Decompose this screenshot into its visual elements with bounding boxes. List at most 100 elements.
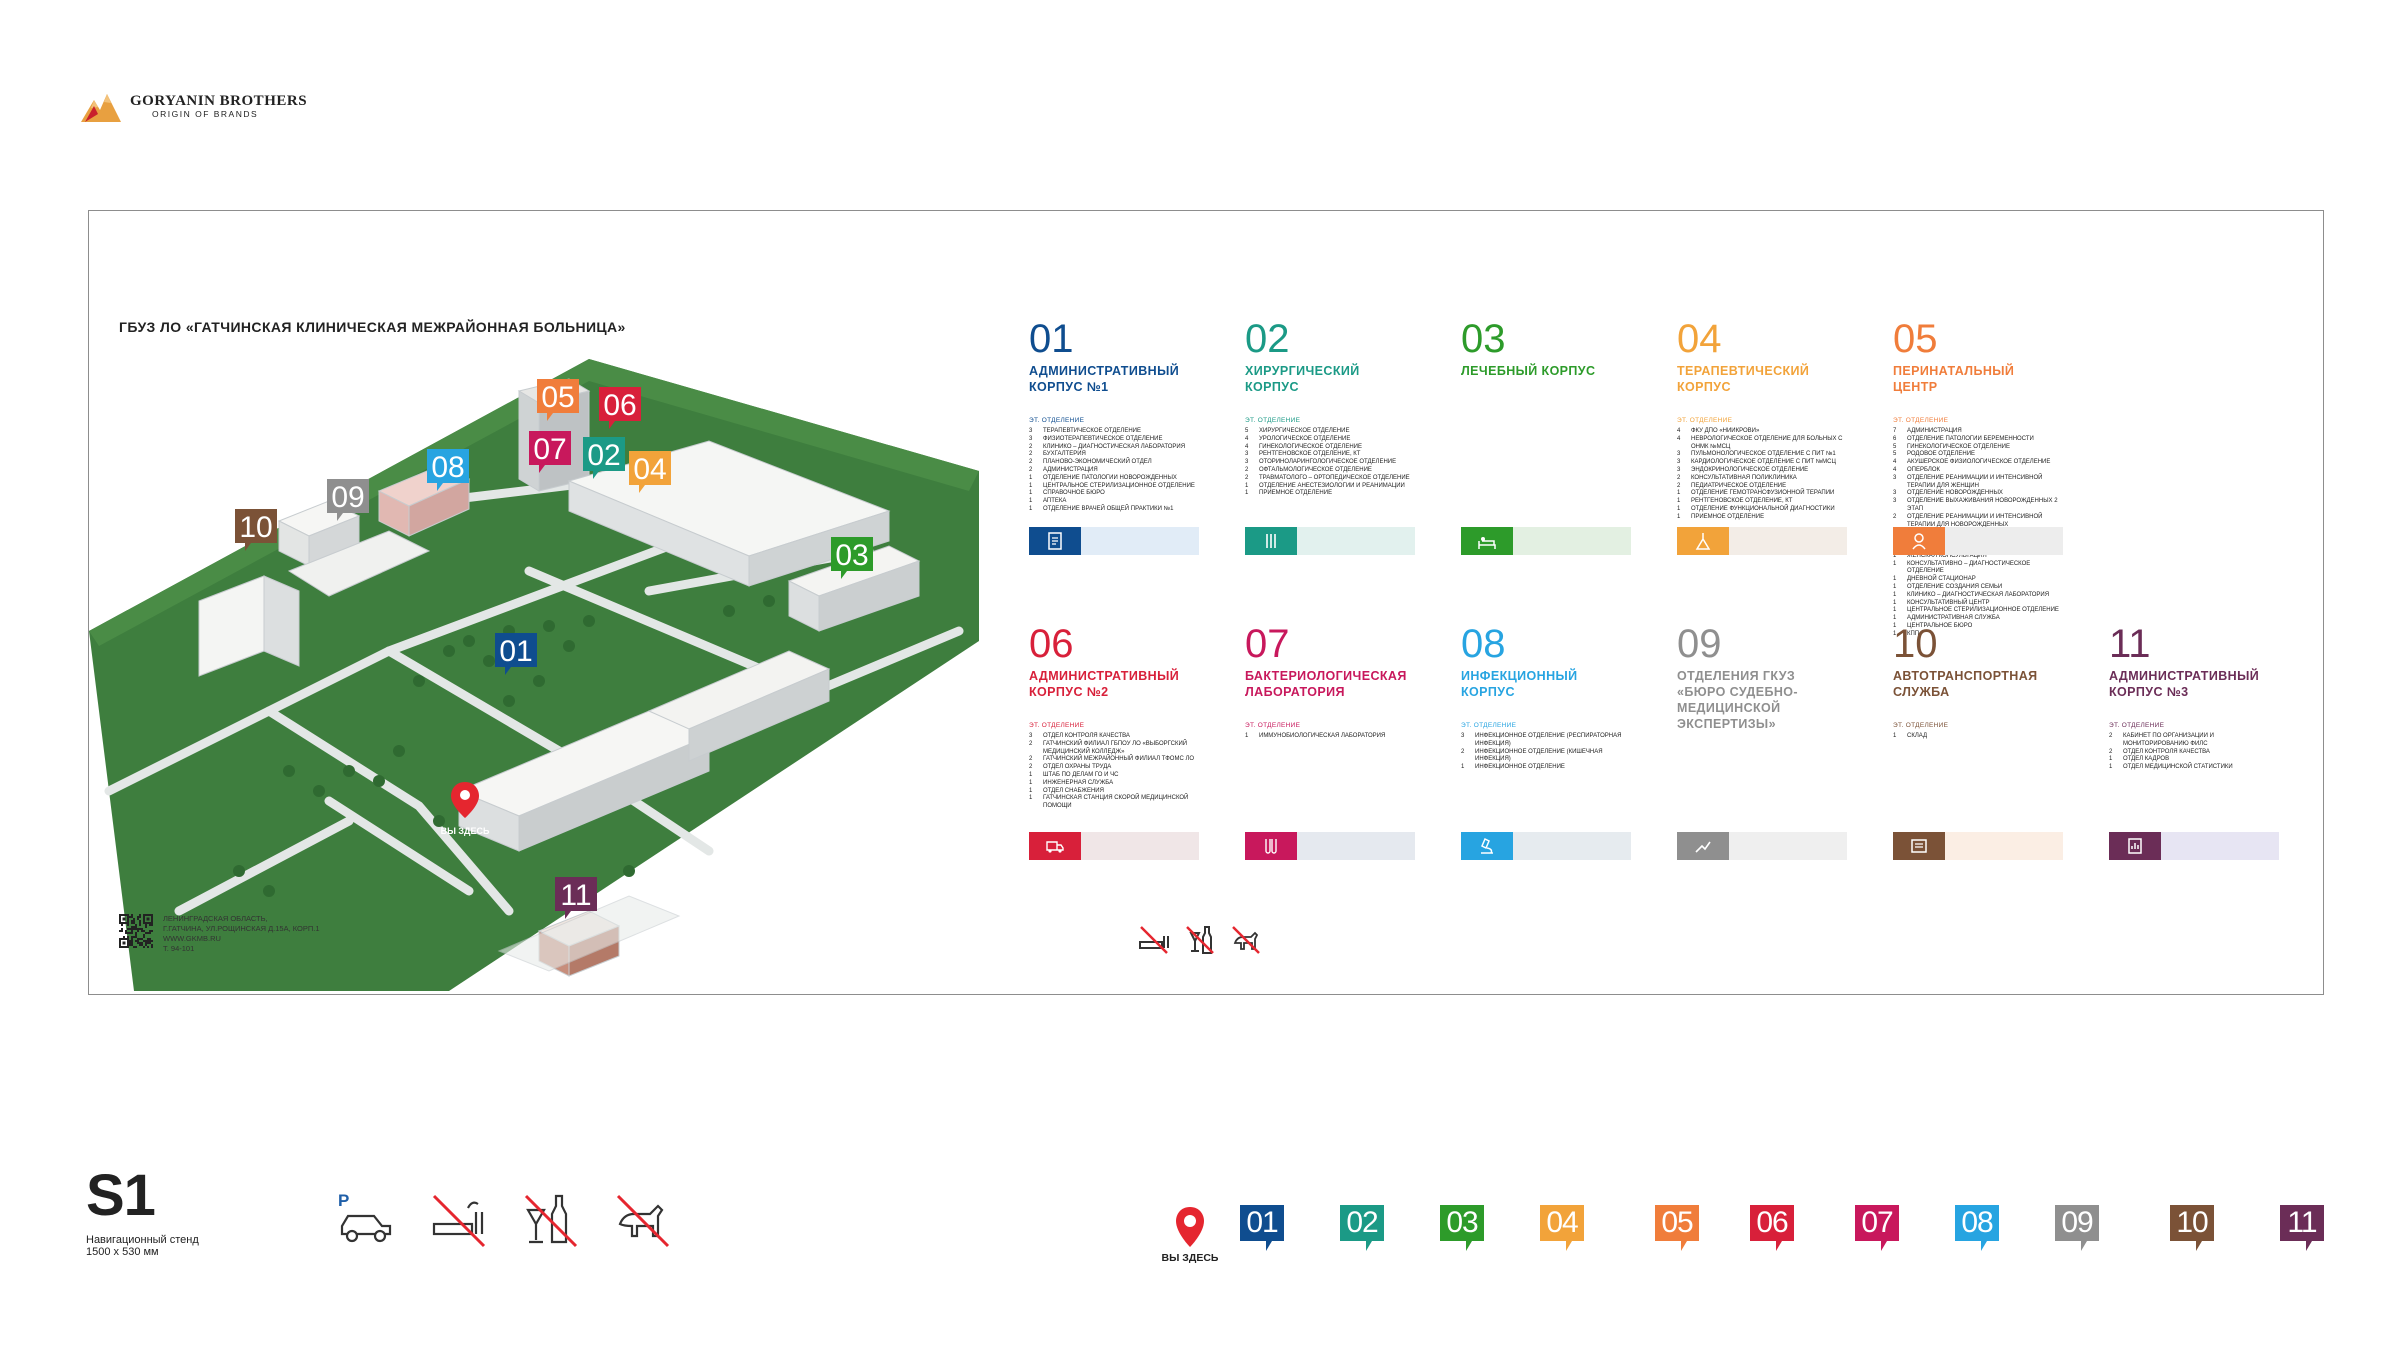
department-floor: 3	[1461, 733, 1465, 739]
department-floor: 1	[1893, 615, 1897, 622]
building-title: АДМИНИСТРАТИВНЫЙ КОРПУС №3	[2109, 669, 2260, 699]
legend-pin-07: 07	[1855, 1205, 1899, 1258]
building-number: 02	[1245, 317, 1290, 361]
tint-strip	[1513, 832, 1631, 860]
pin-shape	[1240, 1205, 1284, 1251]
legend-pin-09: 09	[2055, 1205, 2099, 1258]
department-name: ХИРУРГИЧЕСКОЕ ОТДЕЛЕНИЕ	[1259, 428, 1350, 434]
expertise-icon	[1695, 841, 1711, 853]
department-name: КАБИНЕТ ПО ОРГАНИЗАЦИИ И МОНИТОРИРОВАНИЮ…	[2123, 733, 2214, 747]
legend-pin-number: 04	[1546, 1206, 1578, 1239]
floor-header: ЭТ. ОТДЕЛЕНИЕ	[1245, 417, 1301, 424]
map-pin-08[interactable]: 08	[427, 449, 469, 491]
department-name: АДМИНИСТРАЦИЯ	[1043, 466, 1098, 473]
map-pin-07[interactable]: 07	[529, 431, 571, 473]
department-floor: 2	[1029, 451, 1033, 458]
map-pin-11[interactable]: 11	[555, 877, 597, 919]
department-name: ОТДЕЛЕНИЕ АНЕСТЕЗИОЛОГИИ И РЕАНИМАЦИИ	[1259, 482, 1405, 489]
department-floor: 2	[2109, 733, 2113, 739]
pin-shape	[1440, 1205, 1484, 1251]
color-swatch	[1029, 832, 1081, 860]
department-floor: 4	[1245, 435, 1249, 442]
department-floor: 2	[1461, 748, 1465, 755]
department-floor: 1	[1245, 482, 1249, 489]
floor-header: ЭТ. ОТДЕЛЕНИЕ	[1677, 417, 1733, 424]
department-floor: 2	[1029, 764, 1033, 771]
stand-code: S1	[86, 1163, 156, 1228]
department-name: ЦЕНТРАЛЬНОЕ СТЕРИЛИЗАЦИОННОЕ ОТДЕЛЕНИЕ	[1907, 607, 2059, 614]
document-icon	[1048, 532, 1062, 550]
map-pin-09[interactable]: 09	[327, 479, 369, 521]
department-floor: 1	[2109, 764, 2113, 771]
building-title: АВТОТРАНСПОРТНАЯ СЛУЖБА	[1893, 669, 2038, 699]
department-name: ОТДЕЛЕНИЕ ФУНКЦИОНАЛЬНОЙ ДИАГНОСТИКИ	[1691, 505, 1835, 512]
legend-pin-08: 08	[1955, 1205, 1999, 1258]
department-name: СПРАВОЧНОЕ БЮРО	[1043, 490, 1105, 497]
department-name: ОТДЕЛЕНИЕ СОЗДАНИЯ СЕМЬИ	[1907, 583, 2003, 590]
color-swatch	[1245, 527, 1297, 555]
department-name: ОТОРИНОЛАРИНГОЛОГИЧЕСКОЕ ОТДЕЛЕНИЕ	[1259, 459, 1397, 466]
color-swatch	[1029, 527, 1081, 555]
legend-pin-04: 04	[1540, 1205, 1584, 1258]
no-smoking-icon	[432, 1194, 486, 1248]
location-pin-icon	[1176, 1207, 1204, 1247]
building-color-bar-09	[1677, 832, 1847, 860]
department-floor: 4	[1245, 443, 1249, 450]
building-number: 06	[1029, 622, 1074, 666]
no-alcohol-icon	[1186, 926, 1214, 954]
department-floor: 2	[2109, 748, 2113, 755]
building-color-bar-10	[1893, 832, 2063, 860]
building-title: БАКТЕРИОЛОГИЧЕСКАЯ ЛАБОРАТОРИЯ	[1245, 669, 1407, 699]
department-name: ОТДЕЛ КАДРОВ	[2123, 756, 2170, 763]
legend-pin-number: 05	[1661, 1206, 1693, 1239]
department-floor: 1	[1029, 787, 1033, 794]
department-name: КЛИНИКО – ДИАГНОСТИЧЕСКАЯ ЛАБОРАТОРИЯ	[1043, 443, 1186, 450]
department-floor: 4	[1677, 428, 1681, 434]
map-pin-06[interactable]: 06	[599, 387, 641, 429]
department-name: РОДОВОЕ ОТДЕЛЕНИЕ	[1907, 451, 1976, 458]
department-name: ИНФЕКЦИОННОЕ ОТДЕЛЕНИЕ	[1475, 764, 1565, 771]
department-name: ОТДЕЛ КОНТРОЛЯ КАЧЕСТВА	[2123, 748, 2210, 755]
legend-pin-number: 11	[2287, 1206, 2317, 1239]
department-name: АКУШЕРСКОЕ ФИЗИОЛОГИЧЕСКОЕ ОТДЕЛЕНИЕ	[1907, 459, 2051, 466]
map-pin-label: 11	[560, 879, 591, 912]
hospital-bed-icon	[1478, 537, 1496, 549]
department-floor: 2	[1029, 459, 1033, 466]
department-name: ГАТЧИНСКИЙ МЕЖРАЙОННЫЙ ФИЛИАЛ ТФОМС ЛО	[1043, 756, 1195, 763]
tint-strip	[1945, 832, 2063, 860]
tint-strip	[1513, 527, 1631, 555]
department-floor: 1	[1461, 764, 1465, 771]
map-pin-02[interactable]: 02	[583, 437, 625, 479]
parking-letter: P	[338, 1191, 349, 1210]
map-pin-01[interactable]: 01	[495, 633, 537, 675]
building-title: ПЕРИНАТАЛЬНЫЙ ЦЕНТР	[1893, 364, 2015, 394]
map-pin-04[interactable]: 04	[629, 451, 671, 493]
map-pin-03[interactable]: 03	[831, 537, 873, 579]
pin-shape	[2055, 1205, 2099, 1251]
color-swatch	[1677, 527, 1729, 555]
map-pin-05[interactable]: 05	[537, 379, 579, 421]
department-floor: 1	[1893, 576, 1897, 583]
address-block: ЛЕНИНГРАДСКАЯ ОБЛАСТЬ, Г.ГАТЧИНА, УЛ.РОЩ…	[119, 914, 320, 955]
pin-shape	[2170, 1205, 2214, 1251]
department-name: ШТАБ ПО ДЕЛАМ ГО И ЧС	[1043, 771, 1119, 778]
map-pin-10[interactable]: 10	[235, 509, 277, 551]
